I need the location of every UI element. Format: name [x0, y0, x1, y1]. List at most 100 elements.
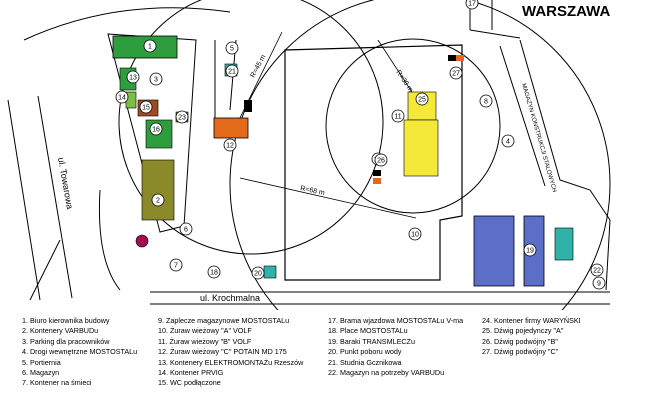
- legend-item: 15. WC podłączone: [158, 378, 221, 388]
- legend-item: 11. Żuraw wieżowy "B" VOLF: [158, 336, 252, 346]
- marker-circle-5: [225, 41, 239, 55]
- legend-item: 17. Brama wjazdowa MOSTOSTALu V-ma: [328, 316, 464, 325]
- road-edge-west: [23, 7, 231, 301]
- marker-label-20: 20: [254, 271, 262, 278]
- marker-label-2: 2: [156, 198, 160, 205]
- magenta-point: [135, 234, 149, 248]
- crane-c-base: [213, 117, 249, 139]
- marker-label-15: 15: [142, 105, 150, 112]
- marker-circle-19: [523, 243, 537, 257]
- marker-circle-25: [415, 92, 429, 106]
- marker-circle-10: [408, 227, 422, 241]
- radius-line-r68: [239, 177, 417, 219]
- marker-label-1: 1: [148, 44, 152, 51]
- site-plan: WARSZAWA R=45 m R=30 m R=68 m ul. Towaro…: [7, 0, 611, 310]
- marker-label-11: 11: [394, 114, 401, 121]
- varynski-container: [554, 227, 574, 261]
- street-label-krochmalna: ul. Krochmalna: [200, 293, 260, 303]
- legend: 1. Biuro kierownika budowy 2. Kontenery …: [0, 314, 650, 400]
- legend-item: 27. Dźwig podwójny "C": [482, 347, 559, 357]
- legend-column-3: 17. Brama wjazdowa MOSTOSTALu V-ma 18. P…: [328, 316, 463, 378]
- marker-circle-17: [465, 0, 479, 10]
- marker-label-10: 10: [411, 232, 419, 239]
- marker-label-21: 21: [228, 69, 236, 76]
- legend-item: 26. Dźwig podwójny "B": [482, 336, 558, 346]
- marker-label-12: 12: [226, 143, 234, 150]
- legend-column-1: 1. Biuro kierownika budowy 2. Kontenery …: [22, 316, 137, 389]
- wall-label: MAGAZYN KONSTRUKCJI STALOWYCH: [520, 83, 557, 193]
- legend-item: 1. Biuro kierownika budowy: [22, 316, 110, 325]
- steel-warehouse-wall: [499, 39, 611, 291]
- legend-item: 22. Magazyn na potrzeby VARBUDu: [328, 367, 445, 377]
- legend-item: 25. Dźwig pojedynczy "A": [482, 326, 564, 336]
- storage-block: [141, 159, 175, 221]
- marker-label-3: 3: [154, 77, 158, 84]
- marker-label-22: 22: [593, 268, 601, 275]
- marker-label-13: 13: [129, 75, 137, 82]
- city-title: WARSZAWA: [522, 3, 610, 20]
- marker-label-6: 6: [184, 227, 188, 234]
- marker-circle-26: [374, 153, 388, 167]
- legend-item: 13. Kontenery ELEKTROMONTAŻu Rzeszów: [158, 357, 304, 367]
- marker-label-14: 14: [118, 95, 126, 102]
- legend-item: 24. Kontener firmy WARYŃSKI: [482, 316, 581, 325]
- marker-circle-11: [391, 109, 405, 123]
- marker-circle-23: [175, 110, 189, 124]
- crane-radius-circle-a: [325, 38, 501, 214]
- legend-item: 4. Drogi wewnętrzne MOSTOSTALu: [22, 347, 138, 357]
- marker-circle-27: [449, 66, 463, 80]
- legend-column-2: 9. Zaplecze magazynowe MOSTOSTALu 10. Żu…: [158, 316, 303, 389]
- legend-item: 19. Baraki TRANSMLECZu: [328, 336, 415, 346]
- legend-item: 6. Magazyn: [22, 367, 60, 377]
- marker-circle-21: [225, 64, 239, 78]
- marker-label-9: 9: [597, 281, 601, 288]
- marker-circle-3: [149, 72, 163, 86]
- marker-circle-1: [143, 39, 157, 53]
- marker-label-8: 8: [484, 99, 488, 106]
- street-krochmalna: [150, 291, 610, 305]
- marker-circle-8: [479, 94, 493, 108]
- legend-item: 21. Studnia Gcznikowa: [328, 357, 402, 367]
- crane-radius-circle-c: [118, 0, 384, 255]
- street-label-towarowa: ul. Towarowa: [56, 157, 75, 210]
- marker-circle-9: [592, 276, 606, 290]
- crane-c-mark-1: [448, 55, 456, 61]
- marker-label-7: 7: [174, 263, 178, 270]
- marker-label-16: 16: [152, 127, 160, 134]
- marker-label-4: 4: [506, 139, 510, 146]
- marker-circle-6: [179, 222, 193, 236]
- marker-label-23: 23: [178, 115, 186, 122]
- hall-outline: [284, 44, 463, 281]
- marker-circle-13: [126, 70, 140, 84]
- marker-circle-4: [501, 134, 515, 148]
- teal-hut-21: [263, 265, 277, 279]
- legend-item: 10. Żuraw wieżowy "A" VOLF: [158, 326, 252, 336]
- legend-item: 5. Portiernia: [22, 357, 61, 367]
- legend-item: 7. Kontener na śmieci: [22, 378, 92, 388]
- marker-circle-20: [251, 266, 265, 280]
- marker-label-25: 25: [418, 97, 426, 104]
- street-towarowa: [7, 95, 73, 301]
- crane-b-mark-2: [373, 178, 381, 184]
- marker-circle-2: [151, 193, 165, 207]
- marker-label-19: 19: [526, 248, 534, 255]
- numbered-markers: 1234567891011121314151617181920212223242…: [115, 0, 606, 290]
- crane-a-track: [403, 119, 439, 177]
- crane-b-mark-1: [373, 170, 381, 176]
- legend-column-4: 24. Kontener firmy WARYŃSKI 25. Dźwig po…: [482, 316, 581, 358]
- marker-label-26: 26: [377, 158, 385, 165]
- marker-label-5: 5: [230, 46, 234, 53]
- legend-item: 12. Żuraw wieżowy "C" POTAIN MD 175: [158, 347, 287, 357]
- marker-label-27: 27: [452, 71, 460, 78]
- legend-item: 18. Place MOSTOSTALu: [328, 326, 408, 336]
- crane-c-mark-2: [456, 55, 464, 61]
- radius-label-r30: R=30 m: [394, 69, 414, 94]
- marker-label-18: 18: [210, 270, 218, 277]
- legend-item: 20. Punkt poboru wody: [328, 347, 402, 357]
- radius-line-r45: [235, 31, 283, 127]
- marker-circle-14: [115, 90, 129, 104]
- legend-item: 3. Parking dla pracowników: [22, 336, 110, 346]
- legend-item: 14. Kontener PRVIG: [158, 367, 224, 377]
- marker-circle-15: [139, 100, 153, 114]
- marker-circle-12: [223, 138, 237, 152]
